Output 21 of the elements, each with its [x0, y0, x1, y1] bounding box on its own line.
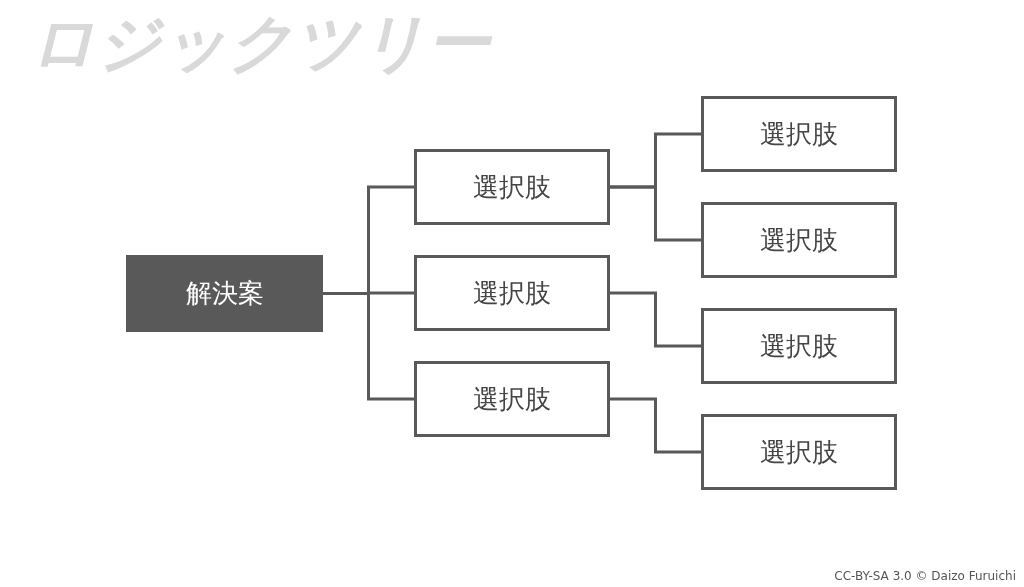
option-box	[701, 202, 897, 278]
option-box	[701, 96, 897, 172]
connector-line	[610, 397, 701, 454]
box-label: 選択肢	[760, 435, 838, 469]
option-box	[701, 308, 897, 384]
credit-text: CC-BY-SA 3.0 © Daizo Furuichi	[834, 569, 1016, 583]
box-label: 選択肢	[473, 276, 551, 310]
box-label: 選択肢	[760, 329, 838, 363]
root-box	[126, 255, 323, 332]
option-box	[414, 149, 610, 225]
connector-line	[610, 185, 701, 242]
option-box	[414, 361, 610, 437]
option-box	[701, 414, 897, 490]
box-label: 解決案	[185, 277, 264, 310]
connector-line	[610, 291, 701, 348]
connector-line	[323, 292, 414, 401]
box-label: 選択肢	[760, 223, 838, 257]
option-box	[414, 255, 610, 331]
box-label: 選択肢	[760, 117, 838, 151]
box-label: 選択肢	[473, 170, 551, 204]
box-label: 選択肢	[473, 382, 551, 416]
